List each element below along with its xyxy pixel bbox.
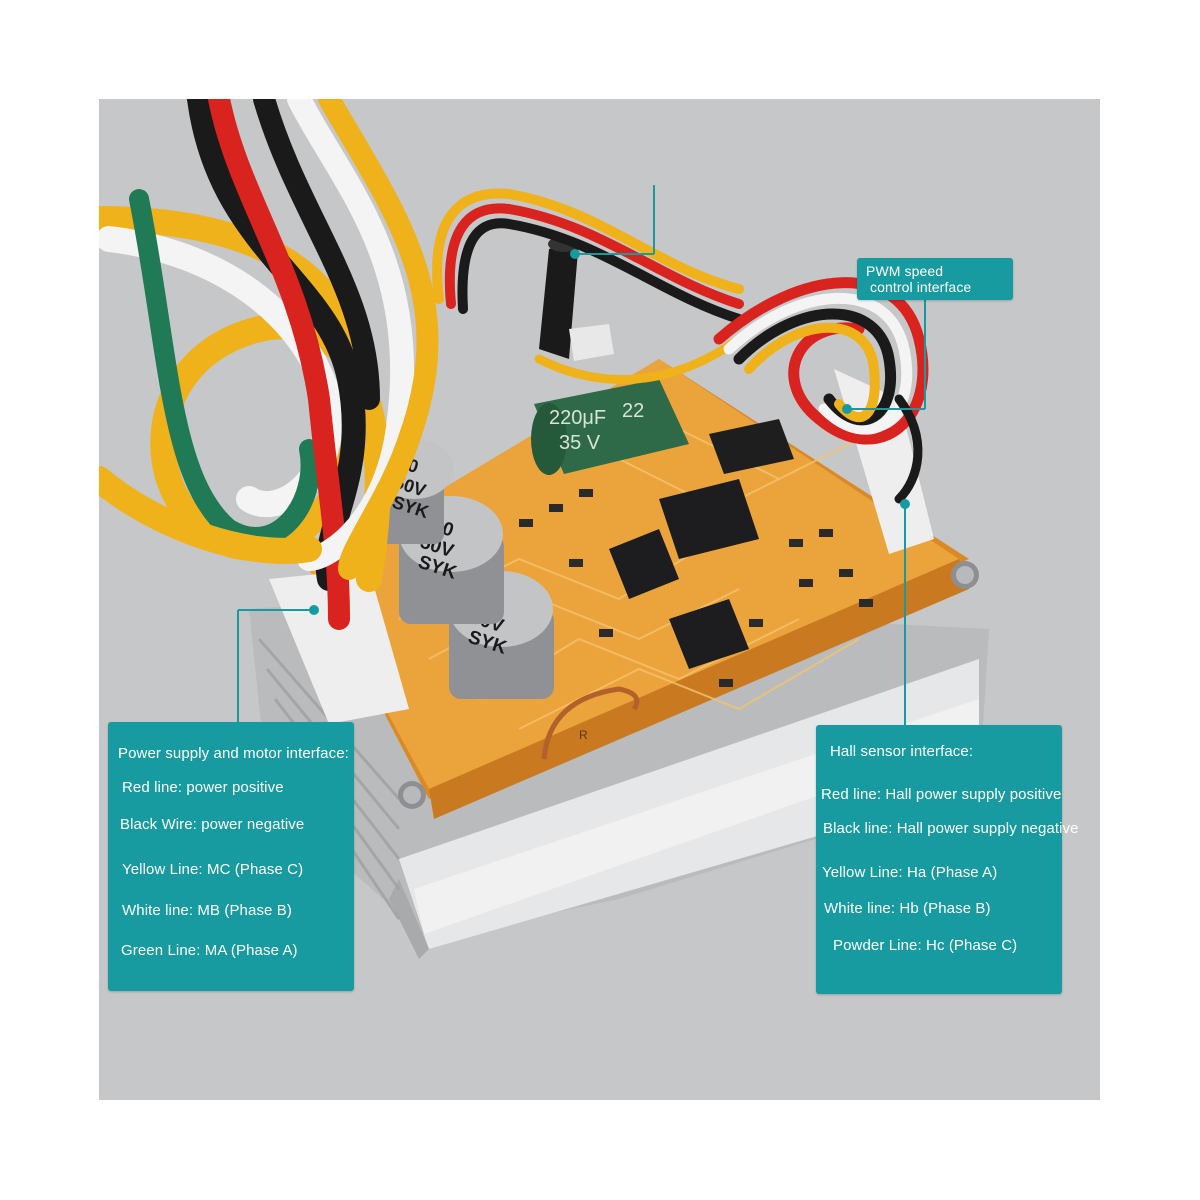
pwm-wire-bundle [432,188,744,384]
hall-callout-item: Powder Line: Hc (Phase C) [833,937,1018,954]
controller-board-photo: R 220 50V SYK 220 50V SYK 50 50V SYK [99,99,989,959]
power-callout-item: Red line: power positive [122,779,284,796]
hall-callout-item: Yellow Line: Ha (Phase A) [822,864,998,881]
hall-callout-item: Black line: Hall power supply negative [823,820,1079,837]
hall-wire-bundle [713,277,929,504]
hall-interface-callout: Hall sensor interface: Red line: Hall po… [816,725,1079,994]
svg-text:220μF: 220μF [549,407,606,429]
pwm-callout-line-1: PWM speed [866,263,944,279]
svg-text:35 V: 35 V [559,432,601,454]
power-callout-item: Yellow Line: MC (Phase C) [122,861,304,878]
hall-callout-title: Hall sensor interface: [830,743,974,760]
power-connector [269,569,409,724]
power-interface-callout: Power supply and motor interface: Red li… [108,722,354,991]
power-callout-item: Black Wire: power negative [120,816,305,833]
hall-callout-item: White line: Hb (Phase B) [824,900,991,917]
power-wire-bundle [99,99,439,630]
hall-callout-item: Red line: Hall power supply positive [821,786,1062,803]
power-callout-item: White line: MB (Phase B) [122,902,292,919]
svg-text:R: R [579,728,588,742]
power-callout-title: Power supply and motor interface: [118,745,349,762]
pwm-interface-callout: PWM speed control interface [857,258,1013,300]
svg-text:22: 22 [622,400,644,422]
capacitor-large-partial: 50 50V SYK [374,439,454,544]
power-callout-item: Green Line: MA (Phase A) [121,942,298,959]
leader-lines [237,185,926,725]
capacitor-black [709,419,794,474]
capacitor-large: 220 50V SYK [399,496,504,624]
pwm-callout-line-2: control interface [870,279,972,295]
capacitor-small: 220μF 35 V 22 [531,379,689,475]
